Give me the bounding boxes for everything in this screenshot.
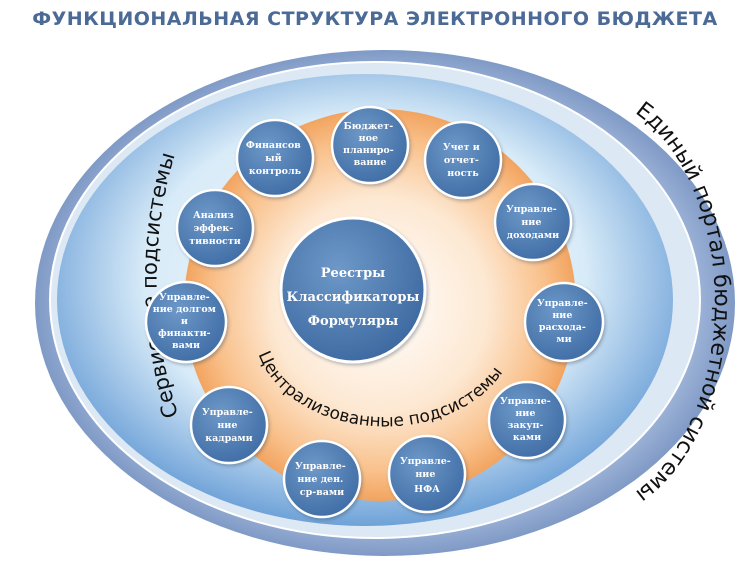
node-accounting-reporting-label: Учет и отчет- ность — [443, 142, 483, 179]
center-label-classifiers: Классификаторы — [287, 290, 420, 305]
node-efficiency-analysis: Анализ эффек- тивности — [175, 188, 255, 268]
node-cash-management-label: Управле- ние ден. ср-вами — [295, 461, 349, 498]
node-accounting-reporting: Учет и отчет- ность — [423, 120, 503, 200]
node-procurement-management: Управле- ние закуп- ками — [487, 380, 567, 460]
node-financial-control-label: Финансов ый контроль — [246, 140, 304, 177]
diagram-title: ФУНКЦИОНАЛЬНАЯ СТРУКТУРА ЭЛЕКТРОННОГО БЮ… — [32, 8, 717, 30]
center-label-registries: Реестры — [321, 266, 385, 281]
node-budget-planning-label: Бюджет- ное планиро- вание — [343, 121, 397, 168]
node-cash-management: Управле- ние ден. ср-вами — [282, 439, 362, 519]
node-nfa-management-label: Управле- ние НФА — [400, 456, 454, 495]
node-budget-planning: Бюджет- ное планиро- вание — [330, 105, 410, 185]
node-hr-management: Управле- ние кадрами — [189, 385, 269, 465]
node-financial-control: Финансов ый контроль — [235, 118, 315, 198]
subsystem-nodes: Бюджет- ное планиро- вание Учет и отчет-… — [144, 105, 605, 519]
node-expense-management: Управле- ние расхода- ми — [523, 281, 605, 363]
node-debt-management-label: Управле- ние долгом и финакти- вами — [153, 292, 219, 351]
node-revenue-management: Управле- ние доходами — [493, 182, 573, 262]
node-hr-management-label: Управле- ние кадрами — [202, 407, 256, 444]
node-debt-management: Управле- ние долгом и финакти- вами — [144, 280, 228, 364]
node-revenue-management-label: Управле- ние доходами — [506, 204, 560, 241]
node-expense-management-label: Управле- ние расхода- ми — [537, 298, 591, 345]
center-label-forms: Формуляры — [308, 314, 399, 329]
node-nfa-management: Управле- ние НФА — [387, 434, 467, 514]
node-procurement-management-label: Управле- ние закуп- ками — [500, 396, 554, 443]
center-node: Реестры Классификаторы Формуляры — [279, 216, 427, 364]
node-efficiency-analysis-label: Анализ эффек- тивности — [189, 210, 241, 247]
